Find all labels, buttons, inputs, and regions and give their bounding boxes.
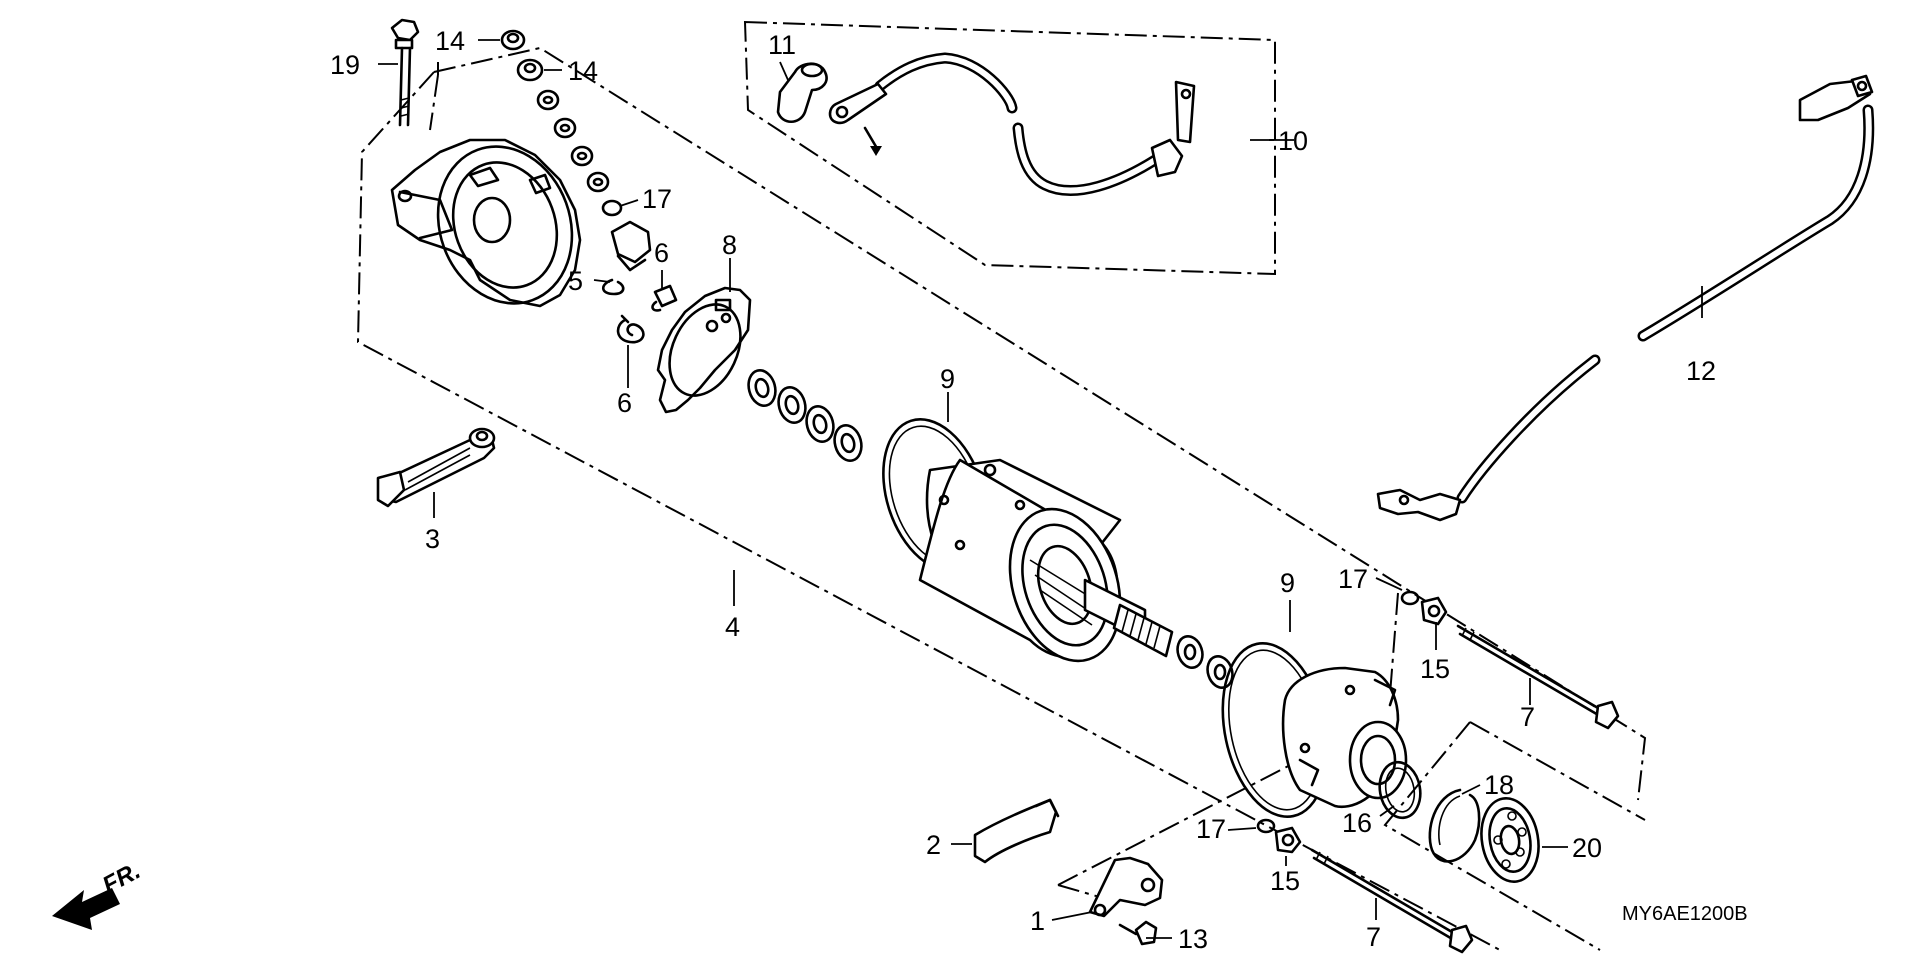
- callout-9-rear: 9: [1280, 568, 1295, 598]
- callout-7-lower: 7: [1366, 922, 1381, 952]
- callout-17-upper-left: 17: [642, 184, 672, 214]
- callout-7-upper: 7: [1520, 702, 1535, 732]
- diagram-code: MY6AE1200B: [1622, 903, 1748, 925]
- callout-2: 2: [926, 830, 941, 860]
- callout-17-upper-right: 17: [1338, 564, 1368, 594]
- part-13-bolt[interactable]: [1118, 920, 1158, 946]
- part-10-starter-cable[interactable]: [828, 52, 1196, 197]
- part-2-pad[interactable]: [973, 798, 1060, 864]
- part-6-brush-upper[interactable]: [651, 284, 678, 312]
- part-15-washer-upper[interactable]: [1420, 596, 1448, 626]
- part-16-o-ring[interactable]: [1375, 759, 1424, 821]
- callout-14-top: 14: [435, 26, 465, 56]
- part-4-rear-housing[interactable]: [390, 128, 593, 323]
- callout-4: 4: [725, 612, 740, 642]
- part-15-washer-lower[interactable]: [1274, 826, 1302, 854]
- part-7-bolt-lower[interactable]: [1310, 848, 1474, 954]
- part-17-o-ring[interactable]: [601, 199, 623, 217]
- front-cover[interactable]: [1281, 666, 1408, 809]
- part-6-brush-spring-lower[interactable]: [616, 314, 645, 344]
- callout-8: 8: [722, 230, 737, 260]
- callout-18: 18: [1484, 770, 1514, 800]
- callout-19: 19: [330, 50, 360, 80]
- cable-group-outline: [743, 20, 1276, 276]
- part-7-bolt-upper[interactable]: [1456, 624, 1620, 730]
- front-direction-arrow: FR.: [52, 857, 145, 930]
- callout-16: 16: [1342, 808, 1372, 838]
- part-17-o-ring-lower[interactable]: [1256, 818, 1276, 834]
- callout-6-lower: 6: [617, 388, 632, 418]
- part-19-bolt[interactable]: [390, 18, 420, 127]
- callout-10: 10: [1278, 126, 1308, 156]
- part-12-ground-cable[interactable]: [1376, 74, 1875, 522]
- armature-shaft[interactable]: [1083, 578, 1174, 658]
- callout-5: 5: [568, 266, 583, 296]
- motor-yoke[interactable]: [918, 458, 1139, 675]
- part-17-o-ring-upper[interactable]: [1400, 590, 1420, 606]
- callout-15-lower: 15: [1270, 866, 1300, 896]
- callout-12: 12: [1686, 356, 1716, 386]
- assembly-group-outline: [356, 46, 1647, 951]
- part-1-bracket[interactable]: [1088, 856, 1164, 918]
- callout-17-lower: 17: [1196, 814, 1226, 844]
- armature-washers-front[interactable]: [745, 367, 865, 464]
- part-3-stay[interactable]: [376, 427, 496, 508]
- rear-bearing-group-outline: [1383, 721, 1646, 951]
- callout-9-front: 9: [940, 364, 955, 394]
- part-20-bearing[interactable]: [1475, 794, 1545, 886]
- part-5-brush-terminal[interactable]: [601, 220, 652, 296]
- callout-15-upper: 15: [1420, 654, 1450, 684]
- part-8-brush-plate[interactable]: [656, 286, 755, 414]
- cover-group-outline: [1057, 759, 1301, 901]
- part-14-nut-top[interactable]: [500, 29, 526, 51]
- callout-13: 13: [1178, 924, 1208, 954]
- callout-11: 11: [768, 30, 796, 60]
- callout-14: 14: [568, 56, 598, 86]
- callout-1: 1: [1030, 906, 1045, 936]
- callout-3: 3: [425, 524, 440, 554]
- callout-20: 20: [1572, 833, 1602, 863]
- callout-6-upper: 6: [654, 238, 669, 268]
- part-18-circlip[interactable]: [1428, 788, 1481, 863]
- insulator-washers[interactable]: [536, 89, 610, 193]
- part-14-nut[interactable]: [516, 58, 544, 82]
- leader-lines: [378, 39, 1703, 939]
- part-11-terminal-cap[interactable]: [776, 62, 828, 124]
- bolt-guide-line-2: [429, 62, 439, 131]
